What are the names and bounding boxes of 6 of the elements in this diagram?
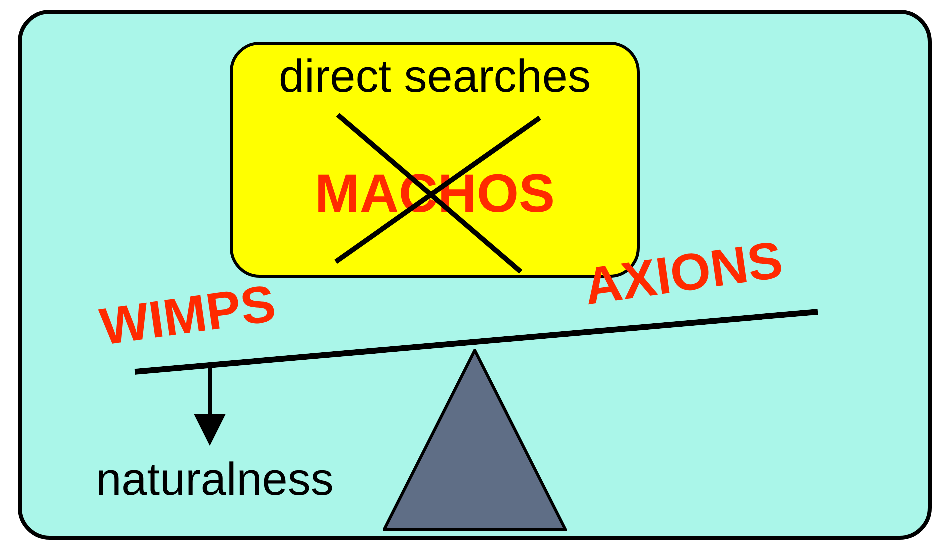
term-label: AXIONS — [581, 234, 786, 314]
box-heading: direct searches — [278, 49, 592, 103]
term-label: WIMPS — [97, 278, 279, 354]
node-label: naturalness — [60, 452, 370, 512]
arrow — [194, 368, 226, 446]
fulcrum-triangle — [383, 349, 567, 531]
